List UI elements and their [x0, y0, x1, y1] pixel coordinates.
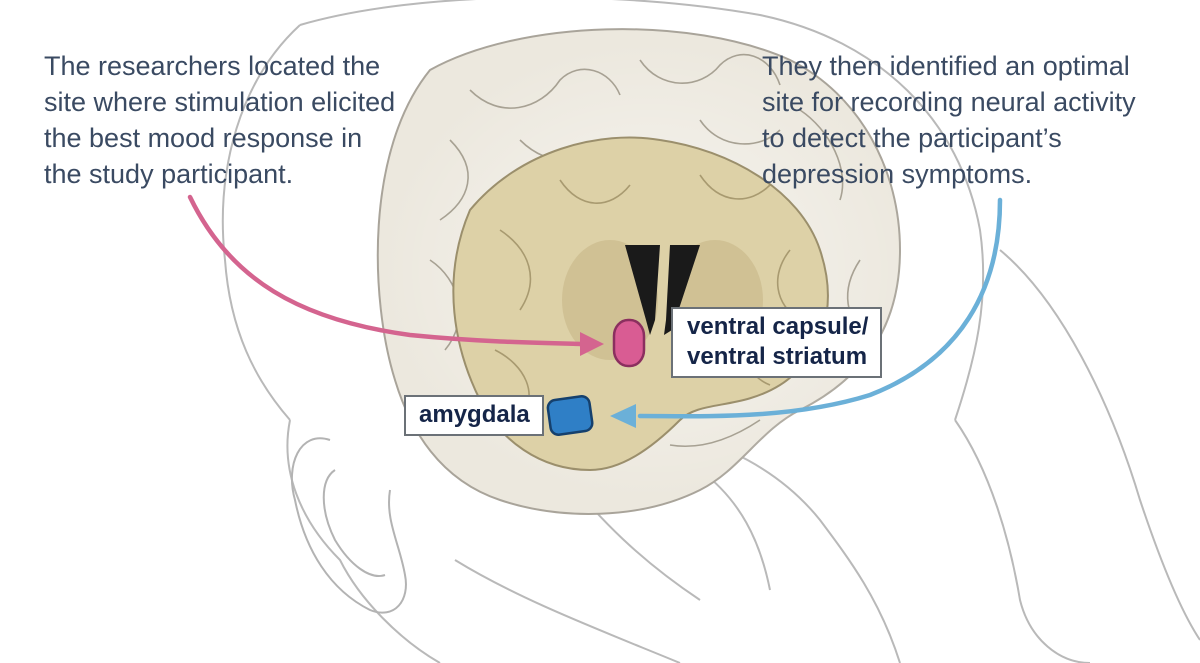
right-caption-line: They then identified an optimal — [762, 48, 1136, 84]
left-caption-line: the study participant. — [44, 156, 395, 192]
right-caption: They then identified an optimal site for… — [762, 48, 1136, 192]
right-caption-line: depression symptoms. — [762, 156, 1136, 192]
left-caption: The researchers located the site where s… — [44, 48, 395, 192]
ventral-capsule-label-line: ventral capsule/ — [687, 312, 868, 342]
right-caption-line: site for recording neural activity — [762, 84, 1136, 120]
left-caption-line: site where stimulation elicited — [44, 84, 395, 120]
amygdala-label-text: amygdala — [419, 400, 530, 430]
ventral-striatum-label-line: ventral striatum — [687, 342, 868, 372]
left-caption-line: the best mood response in — [44, 120, 395, 156]
left-caption-line: The researchers located the — [44, 48, 395, 84]
amygdala-label: amygdala — [404, 395, 544, 436]
right-caption-line: to detect the participant’s — [762, 120, 1136, 156]
ventral-capsule-label: ventral capsule/ ventral striatum — [671, 307, 882, 378]
ear-sketch — [292, 438, 406, 612]
stimulation-site-marker — [614, 320, 644, 366]
recording-site-marker — [547, 395, 593, 436]
